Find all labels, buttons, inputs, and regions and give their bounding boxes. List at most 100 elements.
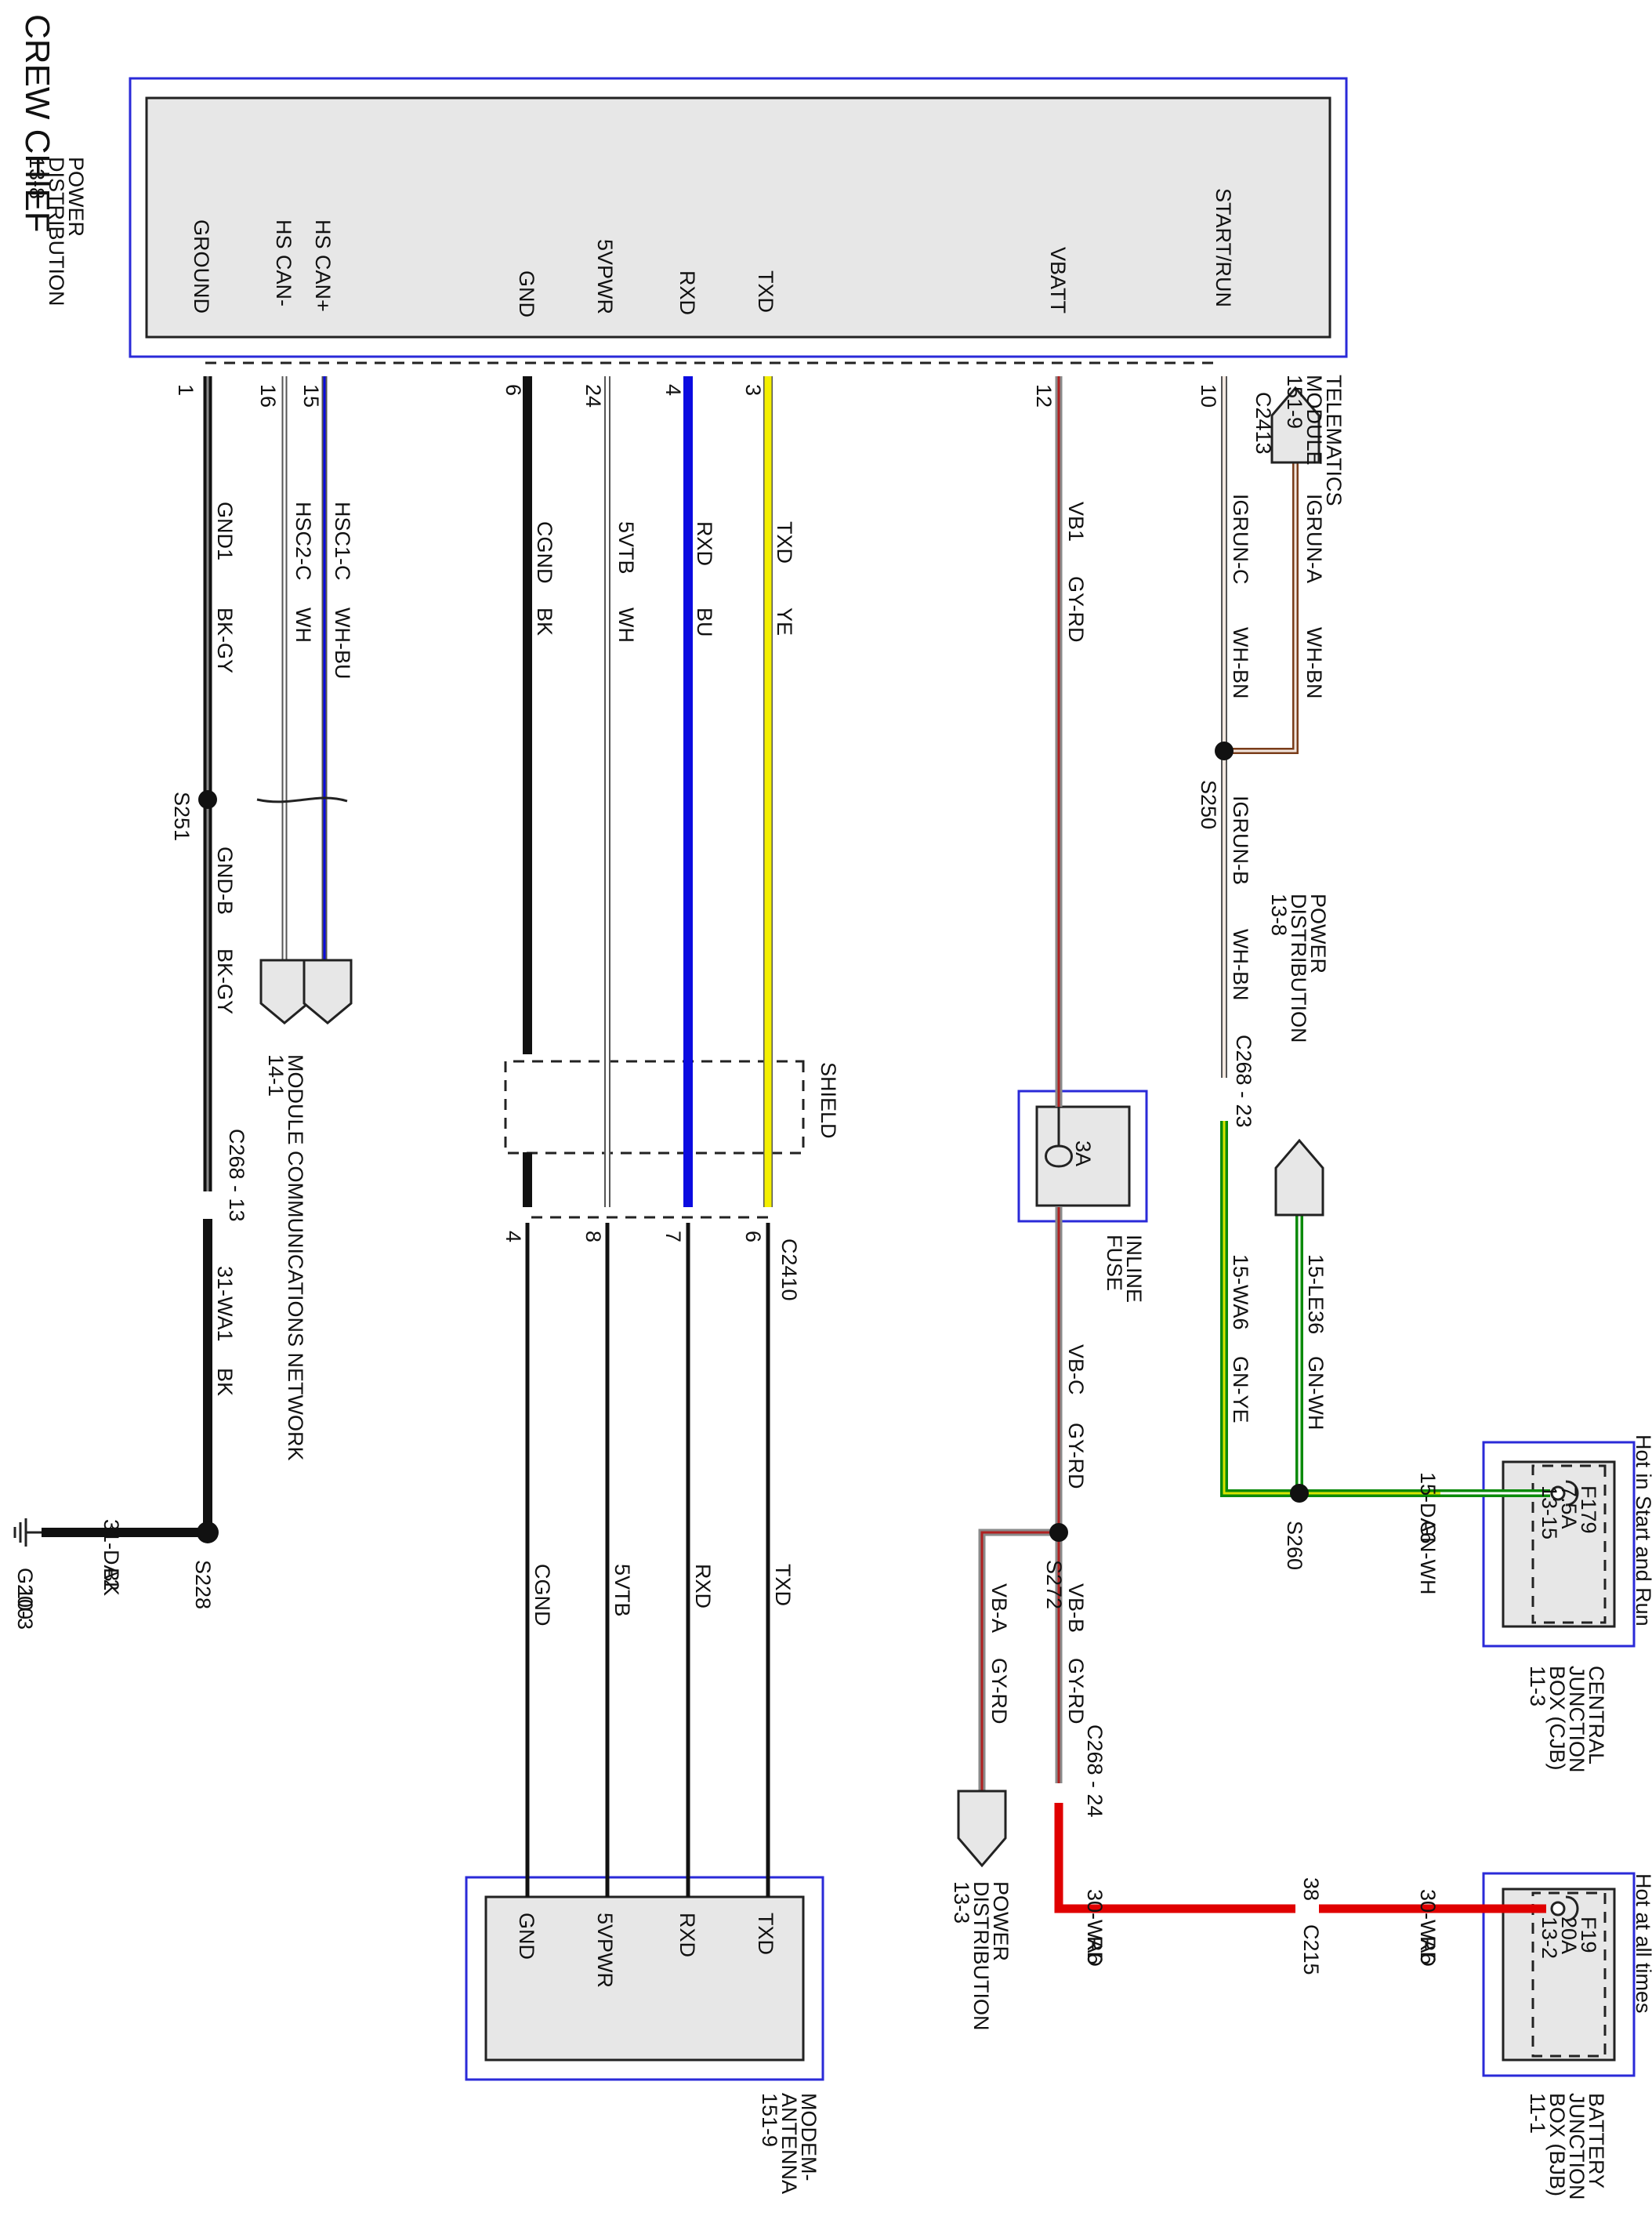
wire-30-wa6-lower[interactable]	[1054, 1803, 1295, 1913]
cjb-fuse-symbol	[1565, 1480, 1579, 1507]
modem-pin-rxd: RXD	[676, 1913, 699, 1957]
pd-top-line-2: DISTRIBUTION	[45, 157, 68, 306]
pin-name-start-run: START/RUN	[1212, 188, 1235, 307]
c2410-pin-4: 4	[502, 1231, 525, 1242]
label-vb-a-color: GY-RD	[987, 1658, 1011, 1724]
mcn-connector-1[interactable]	[259, 959, 310, 1024]
splice-s251[interactable]	[198, 790, 217, 809]
label-rxd: RXD	[693, 521, 716, 566]
pin-name-txd: TXD	[754, 270, 777, 313]
bjb-hot-text: Hot at all times	[1632, 1873, 1652, 2014]
telematics-name-label: TELEMATICS MODULE 151-9 C2413	[1252, 375, 1346, 506]
power-dist-top-label: POWER DISTRIBUTION 13-8	[25, 157, 88, 306]
wire-15-wa6-stripe	[1223, 1121, 1440, 1495]
mcn-line-2: 14-1	[264, 1054, 288, 1097]
label-c215-pin: 38	[1299, 1877, 1323, 1901]
pd-mid-line-1: POWER	[1306, 894, 1330, 974]
connector-c2413: C2413	[1252, 392, 1275, 455]
bjb-fuse-outline	[1531, 1891, 1607, 2058]
modem-name-1: MODEM-	[797, 2093, 821, 2181]
pin-num-15: 15	[299, 384, 323, 408]
splice-s260[interactable]	[1290, 1484, 1309, 1503]
modem-pin-gnd: GND	[515, 1913, 538, 1960]
label-vb1: VB1	[1064, 502, 1088, 542]
pd-top-line-1: POWER	[64, 157, 88, 237]
c2410-pin-8: 8	[581, 1231, 605, 1242]
power-dist-13-8-connector-top[interactable]	[1270, 386, 1321, 464]
twisted-pair-mark	[256, 796, 348, 803]
page-title: CREW CHIEF	[18, 14, 56, 233]
bjb-name-1: BATTERY	[1585, 2093, 1608, 2189]
pin-num-24: 24	[581, 384, 605, 408]
label-c2410: C2410	[777, 1238, 801, 1301]
label-rxd-color: BU	[693, 607, 716, 637]
label-s228: S228	[191, 1560, 215, 1609]
cjb-fuse-id: F179	[1577, 1485, 1600, 1534]
bjb-fuse-symbol	[1565, 1895, 1579, 1922]
label-igrun-b-color: WH-BN	[1229, 929, 1252, 1000]
label-gnd1-color: BK-GY	[213, 607, 237, 673]
label-vb-b: VB-B	[1064, 1583, 1088, 1633]
shield-box	[504, 1060, 805, 1155]
label-hsc1: HSC1-C	[331, 502, 354, 581]
modem-name-3: 151-9	[758, 2093, 781, 2147]
wire-15-wa6[interactable]	[1220, 1121, 1440, 1497]
label-15-da6-color: GN-WH	[1416, 1521, 1440, 1594]
cjb-name-4: 11-3	[1526, 1666, 1549, 1706]
pin-name-hscan-minus: HS CAN-	[272, 219, 295, 306]
pin-num-10: 10	[1197, 384, 1220, 408]
modem-pin-5vpwr: 5VPWR	[593, 1913, 617, 1988]
tm-name-2: MODULE	[1302, 375, 1326, 466]
label-txd: TXD	[773, 521, 796, 564]
pin-name-hscan-plus: HS CAN+	[311, 219, 335, 312]
label-hsc2: HSC2-C	[292, 502, 315, 581]
splice-s250[interactable]	[1215, 742, 1234, 760]
bjb-body	[1502, 1888, 1616, 2062]
cjb-name-2: JUNCTION	[1565, 1666, 1589, 1773]
splice-s272[interactable]	[1049, 1523, 1068, 1542]
label-s260: S260	[1283, 1521, 1306, 1570]
label-gnd-b: GND-B	[213, 847, 237, 915]
title-text: CREW CHIEF	[18, 14, 56, 233]
bottom-label-5vtb: 5VTB	[610, 1564, 634, 1617]
pin-name-gnd: GND	[515, 270, 538, 317]
modem-antenna-body	[484, 1895, 805, 2062]
label-g200-ref: 10-3	[13, 1587, 37, 1630]
pd-mid-line-2: DISTRIBUTION	[1287, 894, 1310, 1043]
label-igrun-c: IGRUN-C	[1229, 494, 1252, 585]
bjb-name-3: BOX (BJB)	[1545, 2093, 1569, 2196]
bjb-fuse-id: F19	[1577, 1917, 1600, 1953]
modem-name-2: ANTENNA	[777, 2093, 801, 2194]
power-dist-13-3-connector[interactable]	[957, 1790, 1007, 1868]
cjb-body	[1502, 1460, 1616, 1628]
label-5vtb-color: WH	[614, 607, 638, 643]
label-igrun-a-color: WH-BN	[1302, 627, 1326, 698]
c2410-pin-7: 7	[661, 1231, 685, 1242]
label-31-wa1: 31-WA1	[213, 1266, 237, 1342]
inline-fuse-symbol	[1045, 1107, 1073, 1168]
cjb-fuse-ref: 13-15	[1538, 1485, 1561, 1539]
label-31-wa1-color: BK	[213, 1368, 237, 1396]
label-vb-c: VB-C	[1064, 1344, 1088, 1395]
pin-num-3: 3	[741, 384, 765, 396]
pin-num-16: 16	[256, 384, 280, 408]
label-igrun-c-color: WH-BN	[1229, 627, 1252, 698]
ground-g200-icon	[13, 1518, 42, 1547]
pd-mid-line-3: 13-8	[1267, 894, 1291, 936]
power-dist-connector-mid[interactable]	[1274, 1138, 1324, 1217]
telematics-module-body	[145, 96, 1331, 339]
inline-fuse-rating: 3A	[1071, 1141, 1095, 1166]
label-igrun-b: IGRUN-B	[1229, 796, 1252, 885]
pin-num-1: 1	[174, 384, 197, 396]
bjb-name-2: JUNCTION	[1565, 2093, 1589, 2200]
pin-num-12: 12	[1032, 384, 1056, 408]
bjb-fuse-rating: 20A	[1557, 1917, 1581, 1954]
mcn-connector-2[interactable]	[303, 959, 353, 1024]
splice-s228[interactable]	[197, 1521, 219, 1543]
label-c268-23: C268 - 23	[1232, 1035, 1255, 1128]
bjb-fuse-ref: 13-2	[1538, 1917, 1561, 1959]
label-vb-a: VB-A	[987, 1583, 1011, 1633]
label-15-le36: 15-LE36	[1304, 1254, 1328, 1334]
label-30-wa6-upper: 30-WA6	[1416, 1889, 1440, 1965]
